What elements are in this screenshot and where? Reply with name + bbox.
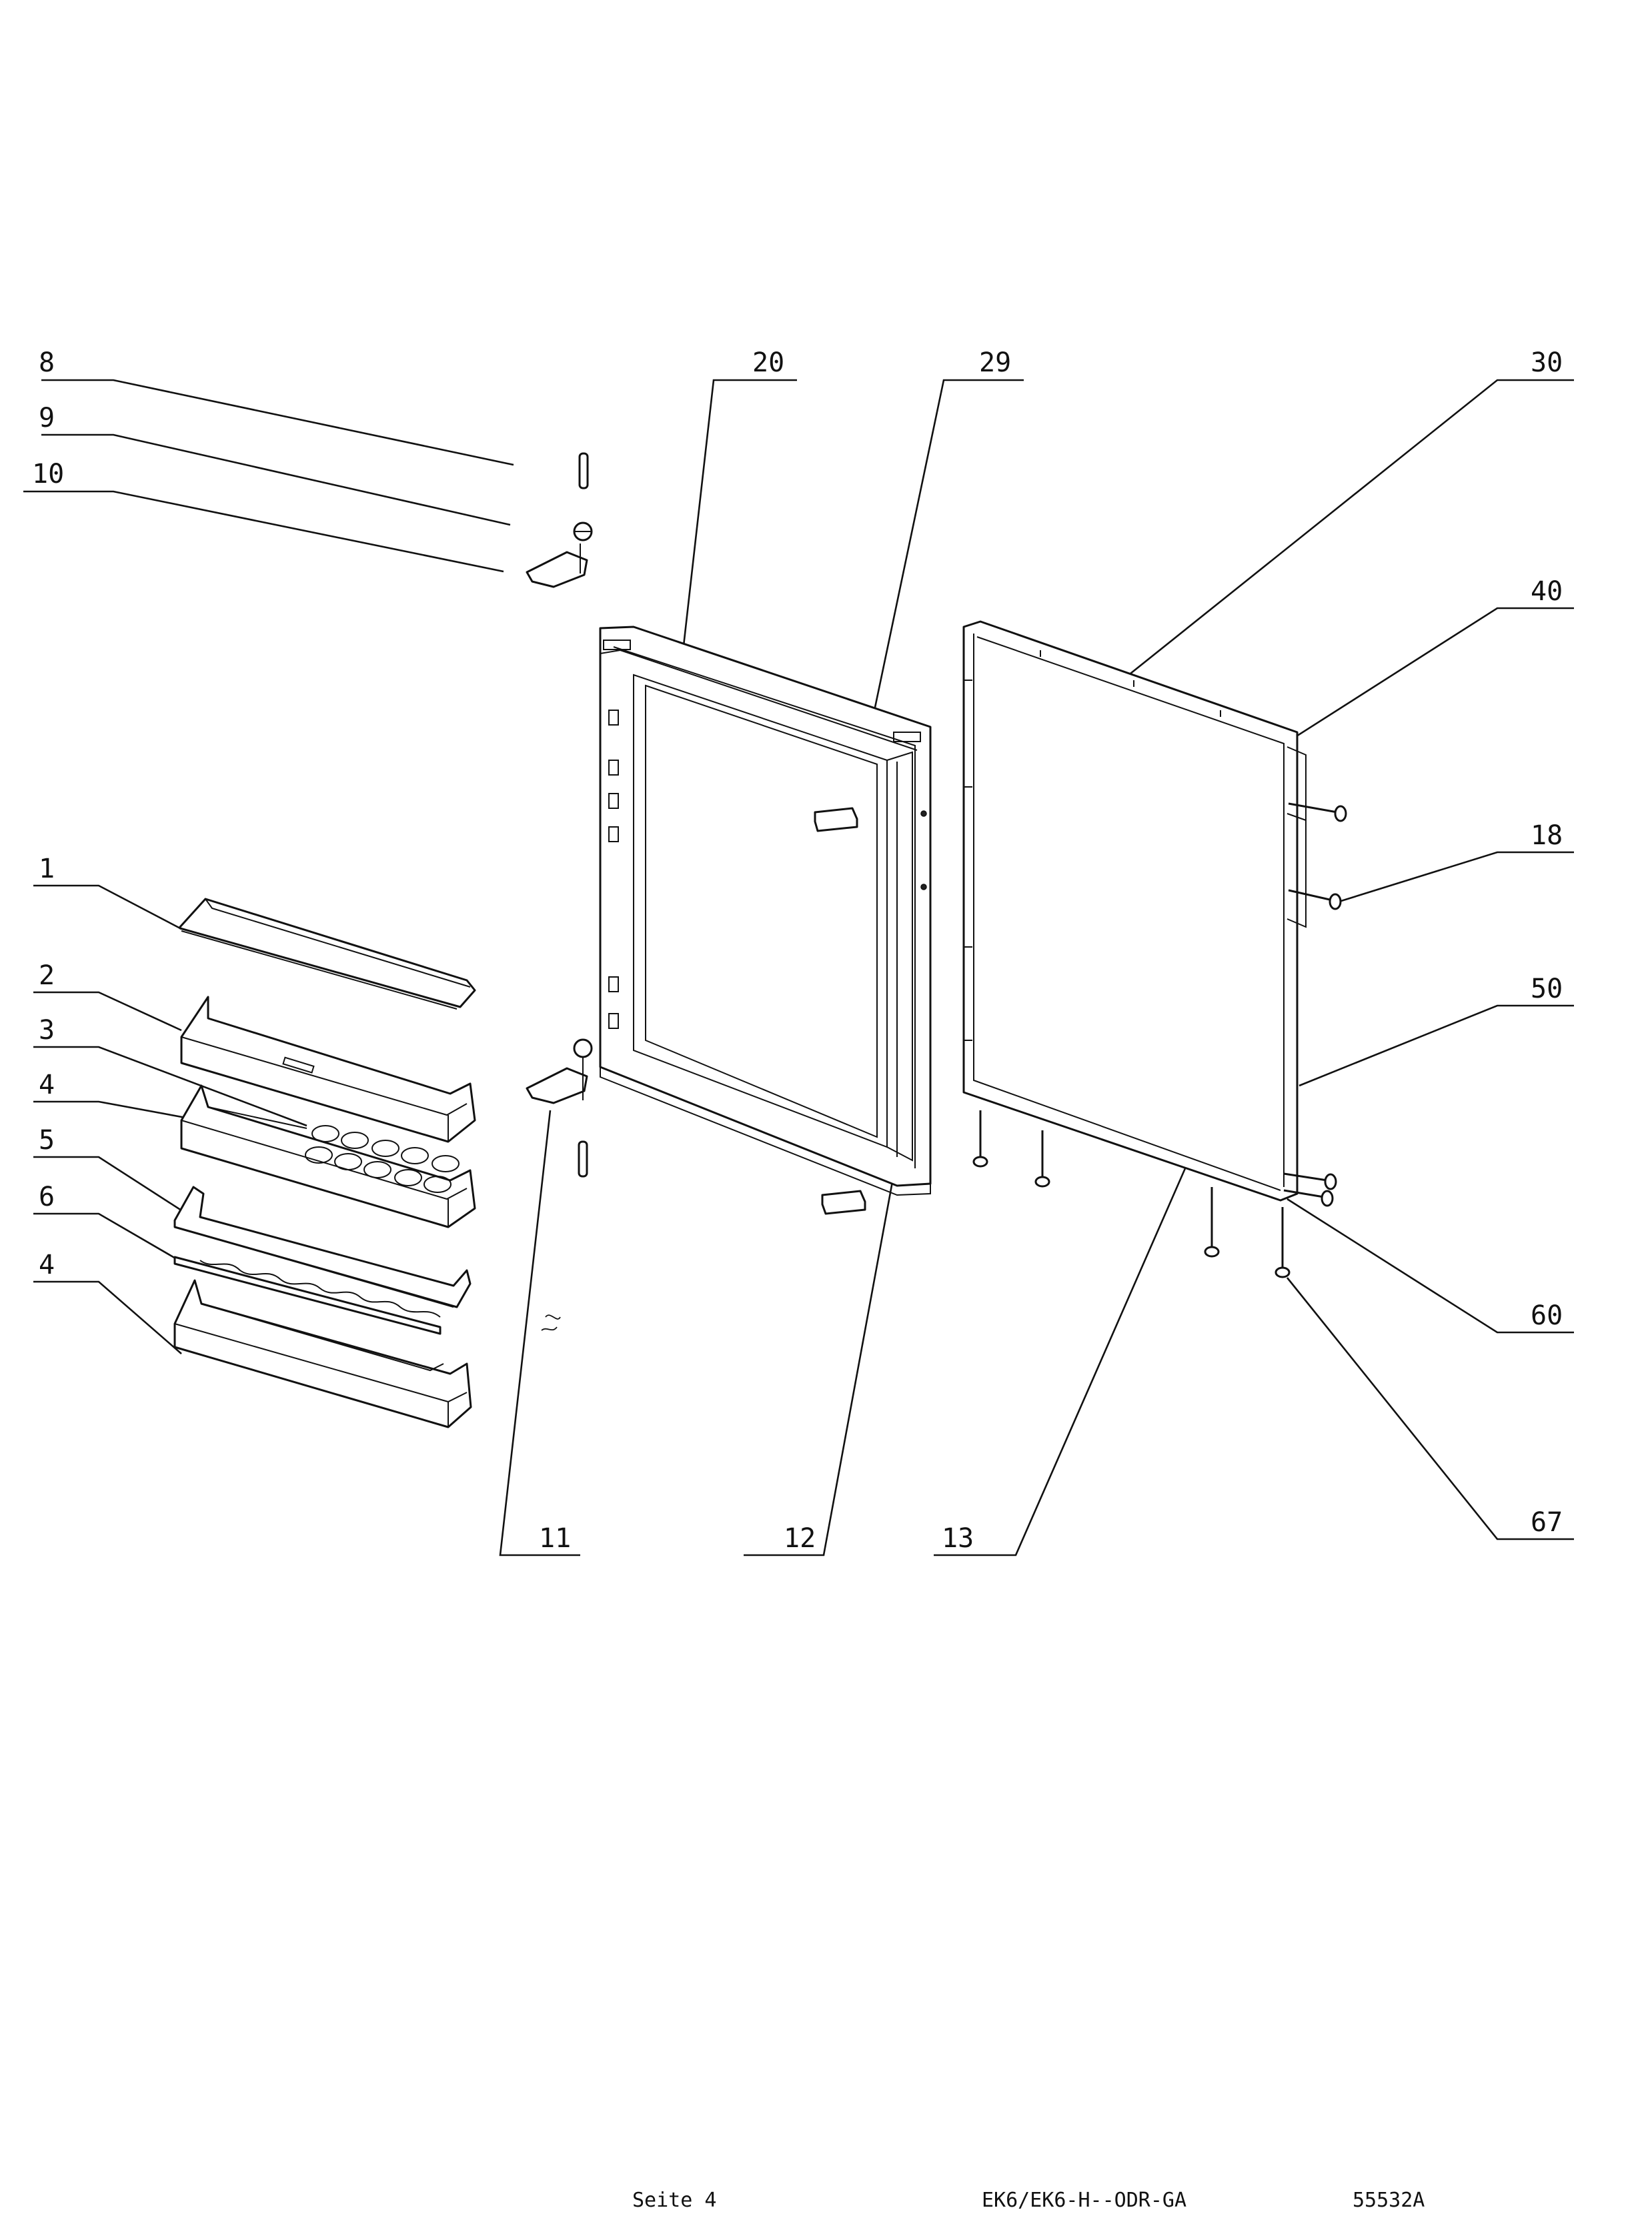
label-30: 30 <box>1531 347 1563 378</box>
door-outer-panel <box>962 620 1307 1202</box>
leader-9 <box>41 433 511 526</box>
label-8: 8 <box>39 347 55 378</box>
leader-29 <box>866 379 1024 746</box>
bottle-rail <box>173 1186 472 1308</box>
door-shelf-bottom <box>173 1279 472 1428</box>
label-18: 18 <box>1531 820 1563 851</box>
side-screw-lower-1 <box>1283 1172 1337 1190</box>
leader-5 <box>33 1156 182 1212</box>
leader-67 <box>1286 1277 1574 1540</box>
label-20: 20 <box>752 347 784 378</box>
label-6: 6 <box>39 1182 55 1212</box>
latch-block-upper <box>814 807 858 832</box>
label-12: 12 <box>784 1523 816 1554</box>
label-11: 11 <box>539 1523 571 1554</box>
bottom-screw-1 <box>972 1110 988 1168</box>
footer-doc-number: 55532A <box>1353 2189 1425 2212</box>
leader-4b <box>33 1280 182 1354</box>
label-2: 2 <box>39 960 55 991</box>
footer-model: EK6/EK6-H--ODR-GA <box>982 2189 1187 2212</box>
label-3: 3 <box>39 1015 55 1046</box>
label-67: 67 <box>1531 1507 1563 1538</box>
label-60: 60 <box>1531 1300 1563 1331</box>
shelf-cover-flap <box>179 898 476 1010</box>
leader-8 <box>41 379 514 466</box>
top-hinge-bracket <box>526 543 588 588</box>
part-labels: 8 9 10 20 29 30 40 18 50 60 67 13 12 11 … <box>32 347 1563 1554</box>
stray-mark <box>541 1314 561 1331</box>
label-4a: 4 <box>39 1070 55 1100</box>
latch-block-lower <box>821 1190 866 1215</box>
label-10: 10 <box>32 459 64 489</box>
leader-18 <box>1332 851 1574 905</box>
leader-60 <box>1287 1198 1574 1334</box>
egg-tray-shelf <box>180 1084 476 1228</box>
label-50: 50 <box>1531 974 1563 1004</box>
footer-page: Seite 4 <box>632 2189 717 2212</box>
bottom-screw-4 <box>1275 1207 1291 1278</box>
label-9: 9 <box>39 403 55 433</box>
leader-1 <box>33 884 182 930</box>
bottom-hinge-bracket <box>526 1038 593 1178</box>
leader-3 <box>33 1046 307 1127</box>
leader-2 <box>33 991 182 1032</box>
side-screw-upper <box>1288 802 1347 822</box>
leader-6 <box>33 1212 177 1260</box>
leader-50 <box>1299 1004 1574 1087</box>
label-40: 40 <box>1531 576 1563 607</box>
bottom-screw-2 <box>1034 1130 1050 1188</box>
top-hinge-washer <box>573 521 593 541</box>
leader-4a <box>33 1100 201 1122</box>
leader-30 <box>1120 379 1574 683</box>
leader-11 <box>499 1110 580 1556</box>
label-29: 29 <box>979 347 1011 378</box>
label-4b: 4 <box>39 1250 55 1280</box>
door-inner-panel <box>599 626 932 1196</box>
label-1: 1 <box>39 854 55 884</box>
door-shelf-1 <box>180 996 476 1143</box>
rail-bar <box>173 1256 442 1335</box>
leader-lines <box>23 379 1574 1556</box>
bottom-screw-3 <box>1204 1187 1220 1258</box>
label-13: 13 <box>942 1523 974 1554</box>
side-screw-middle <box>1288 889 1342 910</box>
side-screw-lower-2 <box>1283 1189 1334 1207</box>
leader-10 <box>23 490 504 573</box>
top-hinge-pin <box>578 452 589 489</box>
leader-12 <box>744 1163 897 1556</box>
label-5: 5 <box>39 1125 55 1156</box>
